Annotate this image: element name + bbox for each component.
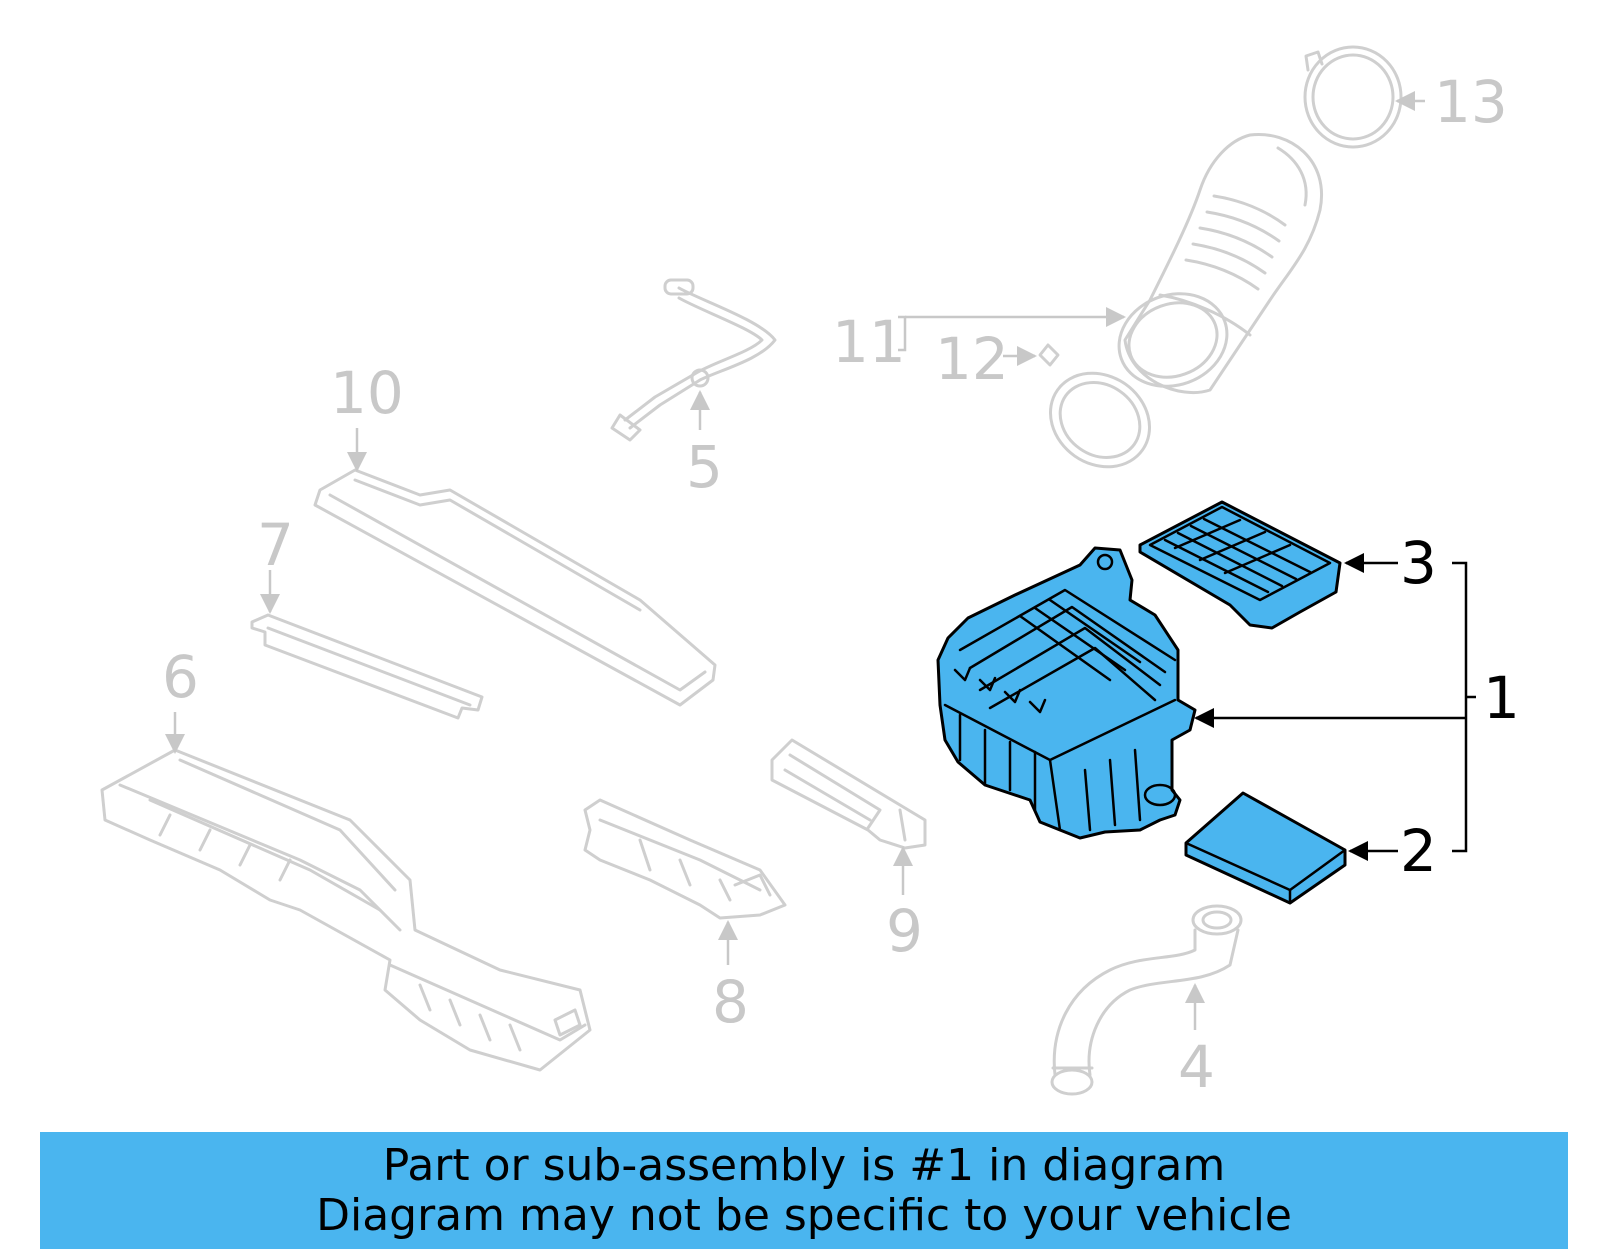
part-11-intake-hose xyxy=(1117,132,1323,395)
black-leaders xyxy=(1194,553,1476,861)
part-3-cover xyxy=(1138,500,1342,630)
part-7-strip xyxy=(250,613,484,720)
part-4-hose xyxy=(1050,904,1243,1096)
callout-2: 2 xyxy=(1400,817,1437,885)
part-6-duct xyxy=(100,748,592,1072)
callout-8: 8 xyxy=(712,968,749,1036)
callout-10: 10 xyxy=(330,359,404,427)
callout-3: 3 xyxy=(1400,529,1437,597)
callout-5: 5 xyxy=(686,433,723,501)
part-1-air-box xyxy=(936,546,1197,840)
gray-leaders xyxy=(165,91,1425,1030)
part-10-panel xyxy=(313,468,717,707)
banner-line-1: Part or sub-assembly is #1 in diagram xyxy=(382,1139,1226,1191)
callout-9: 9 xyxy=(886,897,923,965)
callout-7: 7 xyxy=(257,511,294,579)
callout-11: 11 xyxy=(832,308,906,376)
banner-line-2: Diagram may not be specific to your vehi… xyxy=(316,1189,1292,1241)
part-12-clamp xyxy=(1038,343,1152,469)
part-9-duct xyxy=(770,738,927,850)
callout-1: 1 xyxy=(1483,664,1520,732)
info-banner: Part or sub-assembly is #1 in diagram Di… xyxy=(40,1132,1568,1249)
callout-6: 6 xyxy=(162,643,199,711)
part-13-clamp xyxy=(1303,45,1403,149)
part-2-filter xyxy=(1184,791,1347,905)
callout-13: 13 xyxy=(1434,68,1508,136)
callout-4: 4 xyxy=(1178,1033,1215,1101)
part-5-hose xyxy=(610,278,777,442)
callout-12: 12 xyxy=(935,325,1009,393)
part-8-bracket xyxy=(583,798,787,920)
